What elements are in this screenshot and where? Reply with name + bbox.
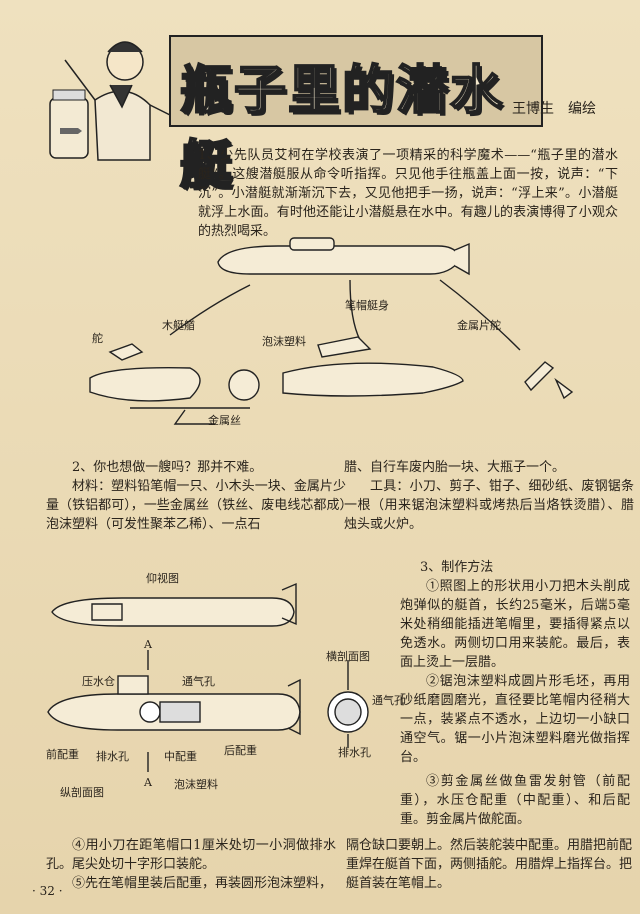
label-pen-cap-hull: 笔帽艇身	[345, 299, 389, 312]
label-cross-section: 横剖面图	[326, 650, 370, 663]
intro-paragraph: 1、少先队员艾柯在学校表演了一项精采的科学魔术——“瓶子里的潜水艇”。这艘潜艇服…	[198, 148, 618, 239]
step-2: ②锯泡沫塑料成圆片形毛坯，再用砂纸磨圆磨光，直径要比笔帽内径稍大一点，装紧点不透…	[400, 674, 630, 765]
label-drain-hole-2: 排水孔	[338, 746, 371, 759]
materials-paragraph: 材料：塑料铅笔帽一只、小木头一块、金属片少量（铁铝都可），一些金属丝（铁丝、废电…	[46, 479, 346, 532]
label-rudder: 舵	[92, 332, 103, 345]
boy-illustration	[64, 41, 171, 161]
label-longitudinal-section: 纵剖面图	[60, 786, 104, 799]
step-5: ⑤先在笔帽里装后配重，再装圆形泡沫塑料，	[72, 876, 333, 891]
label-pressure-tank: 压水仓	[82, 675, 115, 688]
page-title: 瓶子里的潜水艇	[179, 60, 505, 197]
label-drain-hole: 排水孔	[96, 750, 129, 763]
figure1-submarine	[89, 237, 574, 425]
title-box	[169, 35, 543, 127]
label-wooden-bow: 木艇艏	[162, 319, 195, 332]
label-bottom-view: 仰视图	[146, 572, 179, 585]
label-middle-weight: 中配重	[164, 750, 197, 763]
label-rear-weight: 后配重	[224, 744, 257, 757]
label-section-a-bottom: A	[144, 776, 152, 789]
label-foam-2: 泡沫塑料	[174, 778, 218, 791]
label-metal-wire: 金属丝	[208, 414, 241, 427]
step-1: ①照图上的形状用小刀把木头削成炮弹似的艇首，长约25毫米，后端5毫米处稍细能插进…	[400, 579, 630, 670]
method-heading: 3、制作方法	[420, 560, 494, 575]
page-number: · 32 ·	[32, 884, 63, 898]
materials-continued: 腊、自行车废内胎一块、大瓶子一个。	[344, 460, 566, 475]
tools-paragraph: 工具：小刀、剪子、钳子、细砂纸、废钢锯条一根（用来锯泡沫塑料或烤热后当烙铁烫腊）…	[344, 479, 634, 532]
jar-illustration	[49, 89, 89, 159]
section2-heading: 2、你也想做一艘吗？那并不难。	[72, 460, 263, 475]
label-front-weight: 前配重	[46, 748, 79, 761]
label-metal-rudder: 金属片舵	[457, 319, 501, 332]
author: 王博生 编绘	[512, 101, 596, 117]
step-5-continued: 隔仓缺口要朝上。然后装舵装中配重。用腊把前配重焊在艇首下面，两侧插舵。用腊焊上指…	[346, 838, 633, 891]
label-vent-hole-2: 通气孔	[372, 694, 405, 707]
step-4: ④用小刀在距笔帽口1厘米处切一小洞做排水孔。尾尖处切十字形口装舵。	[46, 838, 336, 872]
label-section-a-top: A	[144, 638, 152, 651]
label-vent-hole: 通气孔	[182, 675, 215, 688]
figure2-drawings	[47, 582, 369, 772]
title-block: 瓶子里的潜水艇	[170, 38, 540, 197]
label-foam: 泡沫塑料	[262, 335, 306, 348]
step-3: ③剪金属丝做鱼雷发射管（前配重），水压仓配重（中配重）、和后配重。剪金属片做舵面…	[400, 774, 630, 827]
